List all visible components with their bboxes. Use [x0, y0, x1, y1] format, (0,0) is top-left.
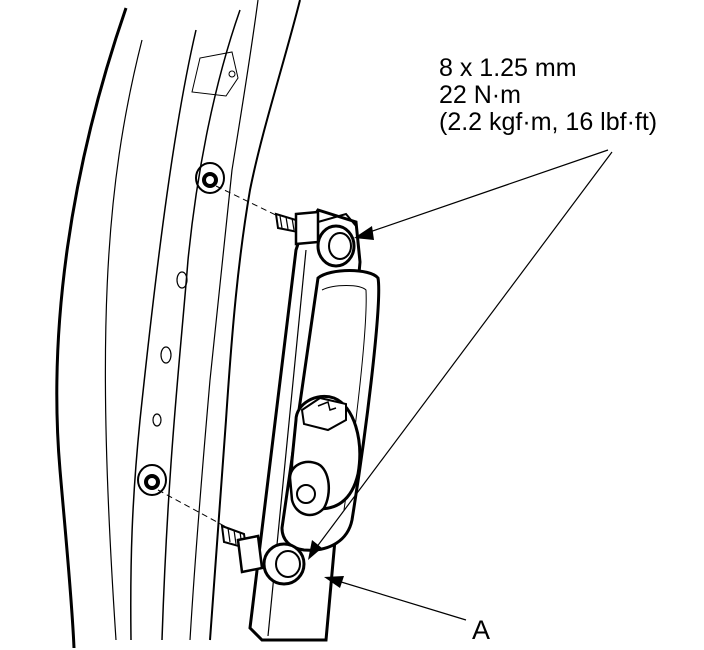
- lamp-bulb-socket-tab: [300, 396, 347, 432]
- pillar-step-edge: [209, 0, 301, 641]
- torque-spec-label: 8 x 1.25 mm 22 N·m (2.2 kgf·m, 16 lbf·ft…: [439, 55, 657, 136]
- torque-leader-lower: [309, 151, 613, 557]
- torque-alt-units-text: (2.2 kgf·m, 16 lbf·ft): [439, 108, 658, 136]
- bolt-upper: [274, 210, 357, 268]
- pillar-grommet-upper: [195, 162, 225, 194]
- torque-nm-text: 22 N·m: [439, 81, 521, 109]
- pillar-flange-line-2: [161, 9, 241, 641]
- lamp-socket-hole: [296, 484, 316, 504]
- callout-a-label: A: [472, 615, 491, 645]
- torque-leader-upper-arrowhead: [354, 226, 374, 240]
- callout-a-leader: [327, 577, 467, 621]
- body-panel-outer-edge: [55, 7, 128, 649]
- alignment-line-lower: [157, 489, 229, 529]
- pillar-small-hole-top: [228, 70, 236, 78]
- torque-leader-lower-arrowhead: [308, 540, 322, 560]
- pillar-flange-line: [130, 29, 197, 641]
- pillar-slot: [176, 271, 188, 289]
- pillar-recess-edge: [189, 0, 259, 641]
- callout-a-leader-arrowhead: [324, 576, 344, 588]
- pillar-slot: [160, 346, 172, 364]
- body-panel-inner-edge: [104, 39, 143, 641]
- pillar-grommet-lower: [137, 464, 167, 496]
- alignment-line-upper: [215, 185, 283, 219]
- pillar-slot: [152, 413, 162, 427]
- pillar-upper-recess: [191, 51, 239, 97]
- torque-leader-upper: [357, 149, 609, 237]
- bolt-size-text: 8 x 1.25 mm: [439, 54, 577, 82]
- lamp-connector-notch: [317, 400, 337, 411]
- bolt-lower: [220, 524, 306, 586]
